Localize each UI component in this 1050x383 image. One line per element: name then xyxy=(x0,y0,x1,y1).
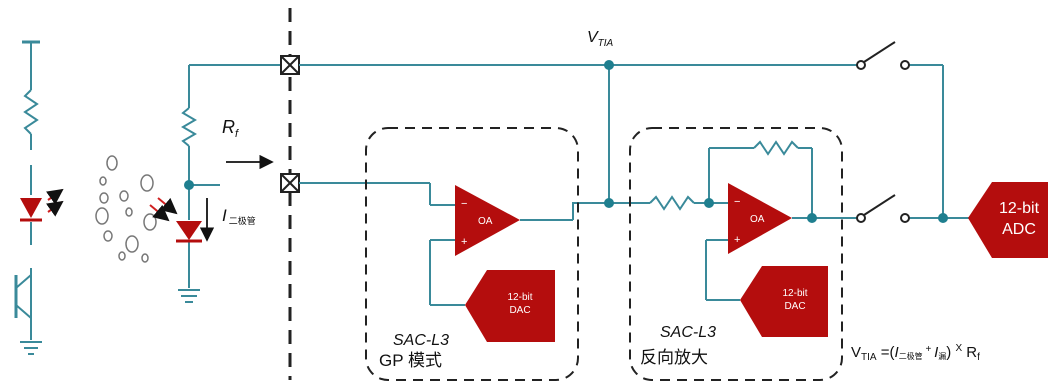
main-wires xyxy=(299,64,982,306)
svg-text:−: − xyxy=(461,198,467,210)
vtia-label: VTIA xyxy=(587,29,614,49)
vtia-formula: VTIA =(I二极管 + I漏) X Rf xyxy=(851,343,980,363)
left-phototransistor-icon xyxy=(14,274,32,319)
svg-text:12-bit: 12-bit xyxy=(507,292,532,303)
svg-text:OA: OA xyxy=(478,216,493,227)
svg-text:12-bit: 12-bit xyxy=(999,200,1040,217)
svg-text:DAC: DAC xyxy=(784,301,805,312)
switch-bottom xyxy=(856,194,910,223)
svg-text:+: + xyxy=(461,236,467,248)
sac-l3-left-label: SAC-L3 xyxy=(393,332,449,349)
adc-block: 12-bit ADC xyxy=(968,182,1048,258)
switch-top xyxy=(856,41,910,70)
oa-right: OA − + xyxy=(728,183,792,254)
svg-text:12-bit: 12-bit xyxy=(782,288,807,299)
svg-text:OA: OA xyxy=(750,214,765,225)
svg-text:+: + xyxy=(734,234,740,246)
gp-mode-label: GP 模式 xyxy=(379,351,442,370)
pin-top xyxy=(280,55,300,75)
photodiode-branch-wires xyxy=(178,64,290,303)
pin-bottom xyxy=(280,173,300,193)
dac-right: 12-bit DAC xyxy=(740,266,828,337)
junction-nodes xyxy=(604,60,948,223)
photodiode-node xyxy=(184,180,194,190)
left-component-column xyxy=(20,40,42,355)
scattered-particles xyxy=(95,155,157,263)
photodiode-icon xyxy=(149,197,202,243)
oa-left: OA − + xyxy=(455,185,520,256)
svg-text:DAC: DAC xyxy=(509,305,530,316)
sac-l3-inverting-box xyxy=(629,127,843,381)
svg-text:ADC: ADC xyxy=(1002,221,1036,238)
dac-left: 12-bit DAC xyxy=(465,270,555,342)
sac-l3-right-label: SAC-L3 xyxy=(660,324,716,341)
rf-label: Rf xyxy=(222,117,239,140)
left-led-icon xyxy=(20,188,64,222)
svg-text:−: − xyxy=(734,196,740,208)
inverting-amp-label: 反向放大 xyxy=(640,348,708,367)
sac-l3-gp-box xyxy=(365,127,579,381)
